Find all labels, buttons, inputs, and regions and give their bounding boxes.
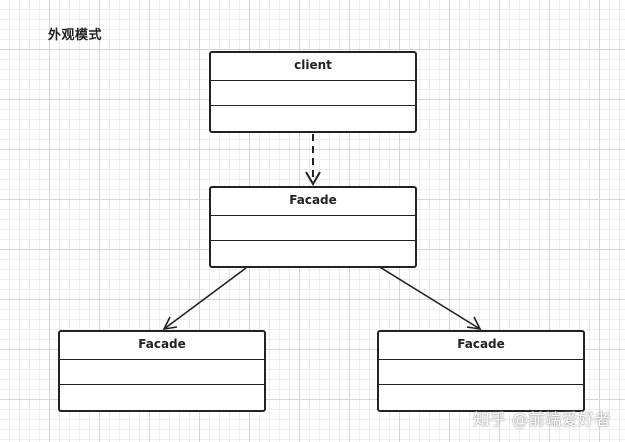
class-box-subsystem-left: Facade [58, 330, 266, 412]
class-attributes [379, 358, 583, 385]
class-box-facade: Facade [209, 186, 417, 268]
class-attributes [60, 358, 264, 385]
watermark: 知乎 @前端爱好者 [473, 410, 611, 429]
class-attributes [211, 214, 415, 241]
class-methods [379, 384, 583, 410]
class-name: Facade [138, 337, 186, 352]
class-name: Facade [457, 337, 505, 352]
association-line-facade-right [377, 265, 481, 330]
diagram-title: 外观模式 [48, 28, 103, 43]
class-box-subsystem-right: Facade [377, 330, 585, 412]
arrowhead-icon [466, 316, 482, 331]
class-attributes [211, 79, 415, 106]
class-name: Facade [289, 193, 337, 208]
class-name: client [294, 58, 332, 73]
class-box-client: client [209, 51, 417, 133]
class-methods [211, 105, 415, 131]
arrowhead-icon [162, 316, 178, 331]
arrowhead-icon [305, 171, 321, 186]
association-line-facade-left [163, 267, 247, 330]
class-methods [211, 240, 415, 266]
class-methods [60, 384, 264, 410]
